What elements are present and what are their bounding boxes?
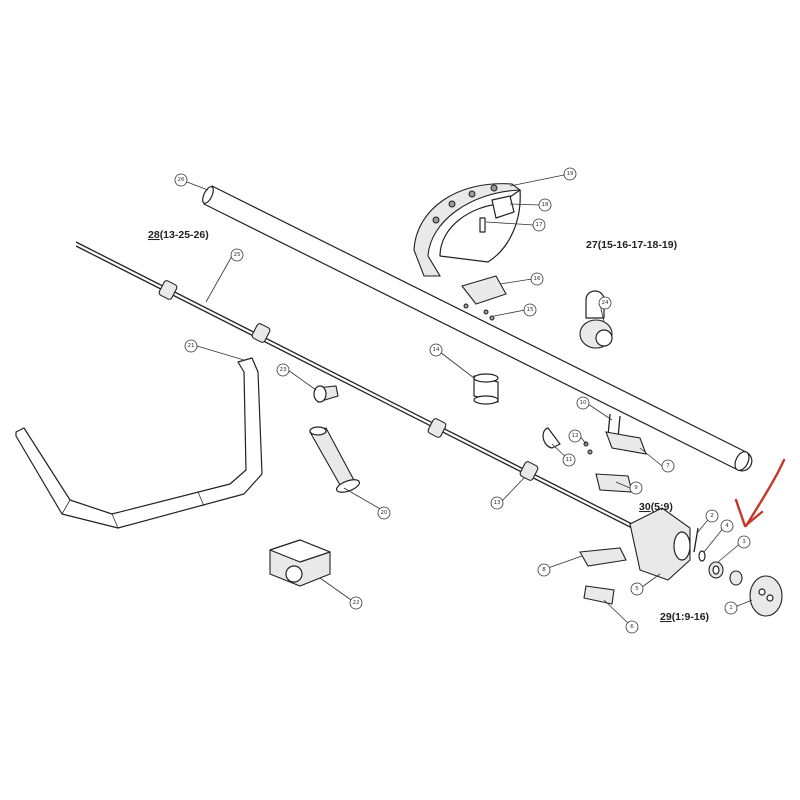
callout-6: 6 [625, 620, 639, 634]
svg-text:10: 10 [580, 400, 587, 406]
group-label-30: 30(5:9) [639, 501, 673, 513]
callout-18: 18 [538, 198, 552, 212]
svg-text:7: 7 [666, 463, 670, 469]
part-17-bolt [479, 217, 486, 233]
svg-text:9: 9 [634, 485, 638, 491]
part-18-bracket [491, 195, 515, 219]
svg-text:23: 23 [280, 367, 287, 373]
callout-26: 26 [174, 173, 188, 187]
svg-text:20: 20 [381, 510, 388, 516]
part-21-loop-handle [15, 357, 263, 529]
leader-lines [186, 174, 753, 626]
callout-22: 22 [349, 596, 363, 610]
part-11-ring [542, 427, 561, 449]
svg-text:15: 15 [527, 307, 534, 313]
part-20-grip [309, 426, 361, 493]
part-15-screws [463, 303, 495, 321]
callout-9: 9 [629, 481, 643, 495]
svg-text:1: 1 [729, 605, 733, 611]
callout-15: 15 [523, 303, 537, 317]
callout-2: 2 [705, 509, 719, 523]
callout-13: 13 [490, 496, 504, 510]
callout-23: 23 [276, 363, 290, 377]
svg-text:5: 5 [635, 586, 639, 592]
svg-text:11: 11 [566, 457, 573, 463]
callout-3: 3 [737, 535, 751, 549]
part-5-gear-housing [629, 507, 691, 581]
callout-5: 5 [630, 582, 644, 596]
callout-12: 12 [568, 429, 582, 443]
svg-text:26: 26 [178, 177, 185, 183]
svg-text:24: 24 [602, 300, 609, 306]
part-22-clamp [269, 539, 331, 587]
callout-19: 19 [563, 167, 577, 181]
part-25-drive-cable [75, 241, 637, 531]
svg-text:6: 6 [630, 624, 634, 630]
svg-text:13: 13 [494, 500, 501, 506]
part-4-washer [698, 550, 706, 562]
callout-17: 17 [532, 218, 546, 232]
part-8-lever [579, 547, 627, 567]
part-2-pin [693, 527, 699, 553]
svg-text:17: 17 [536, 222, 543, 228]
group-label-27: 27(15-16-17-18-19) [586, 239, 677, 251]
part-1-hub [749, 575, 783, 617]
callout-11: 11 [562, 453, 576, 467]
callout-8: 8 [537, 563, 551, 577]
svg-text:19: 19 [567, 171, 574, 177]
callout-25: 25 [230, 248, 244, 262]
svg-text:16: 16 [534, 276, 541, 282]
part-9-clamp-lower [595, 473, 633, 493]
svg-text:18: 18 [542, 202, 549, 208]
part-26-shaft-tube [202, 185, 753, 472]
part-7-clamp-half [605, 431, 647, 455]
callout-14: 14 [429, 343, 443, 357]
red-pointer-arrow [734, 458, 786, 528]
part-23-bushing [313, 385, 339, 403]
part-14-sleeve [473, 373, 499, 405]
svg-text:12: 12 [572, 433, 579, 439]
callout-24: 24 [598, 296, 612, 310]
svg-text:2: 2 [710, 513, 714, 519]
svg-text:22: 22 [353, 600, 360, 606]
part-24-strap-hook [579, 290, 613, 349]
group-label-29: 29(1:9-16) [660, 611, 709, 623]
part-6-shield [583, 585, 615, 605]
part-3-bearing [708, 561, 724, 579]
svg-text:4: 4 [725, 523, 729, 529]
svg-text:25: 25 [234, 252, 241, 258]
callout-21: 21 [184, 339, 198, 353]
part-16-mount [461, 275, 507, 305]
svg-text:3: 3 [742, 539, 746, 545]
callout-16: 16 [530, 272, 544, 286]
part-spacer [729, 570, 743, 586]
group-label-28: 28(13-25-26) [148, 229, 209, 241]
part-12-nuts [583, 441, 593, 455]
callout-1: 1 [724, 601, 738, 615]
svg-text:21: 21 [188, 343, 195, 349]
callout-7: 7 [661, 459, 675, 473]
callout-20: 20 [377, 506, 391, 520]
callout-10: 10 [576, 396, 590, 410]
svg-text:14: 14 [433, 347, 440, 353]
svg-text:8: 8 [542, 567, 546, 573]
callout-4: 4 [720, 519, 734, 533]
